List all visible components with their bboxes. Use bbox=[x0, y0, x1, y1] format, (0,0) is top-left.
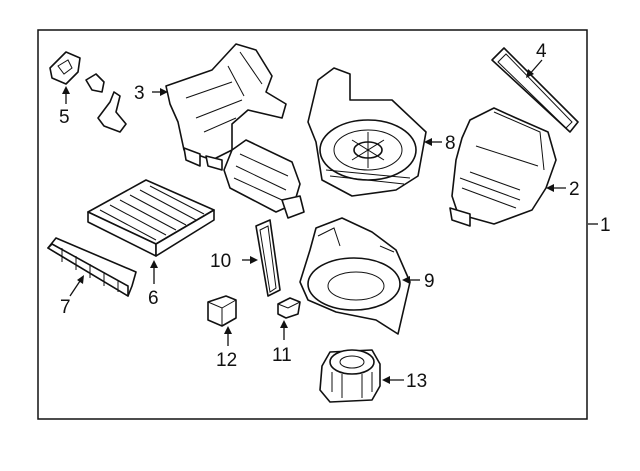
callout-3: 3 bbox=[134, 83, 145, 104]
part-8-blower-case-upper[interactable] bbox=[307, 67, 427, 197]
callout-9: 9 bbox=[424, 271, 435, 292]
part-3-duct-housing[interactable] bbox=[165, 43, 287, 171]
callout-11: 11 bbox=[272, 345, 292, 366]
callout-5: 5 bbox=[59, 107, 70, 128]
part-9-blower-case-lower[interactable] bbox=[299, 217, 411, 335]
evaporator-core[interactable] bbox=[223, 139, 305, 219]
part-10-seal[interactable] bbox=[255, 219, 281, 297]
part-7-filter-cover[interactable] bbox=[47, 237, 137, 297]
callout-8: 8 bbox=[445, 133, 456, 154]
callout-labels: 1 2 3 4 5 6 7 8 9 10 11 12 13 bbox=[59, 41, 611, 392]
callout-2: 2 bbox=[569, 179, 580, 200]
callout-6: 6 bbox=[148, 288, 159, 309]
part-11-sensor[interactable] bbox=[277, 297, 301, 319]
part-4-gasket[interactable] bbox=[491, 47, 579, 133]
assembly-frame bbox=[37, 29, 588, 420]
callout-1: 1 bbox=[600, 215, 611, 236]
part-12-blower-resistor[interactable] bbox=[207, 295, 237, 327]
callout-7: 7 bbox=[60, 297, 71, 318]
callout-13: 13 bbox=[406, 371, 427, 392]
part-2-case-housing[interactable] bbox=[449, 107, 557, 227]
part-6-cabin-filter[interactable] bbox=[87, 179, 215, 257]
callout-12: 12 bbox=[216, 350, 237, 371]
callout-10: 10 bbox=[210, 251, 231, 272]
leader-lines bbox=[62, 59, 598, 384]
part-5-brackets[interactable] bbox=[49, 51, 127, 133]
part-13-blower-motor[interactable] bbox=[319, 349, 381, 403]
callout-4: 4 bbox=[536, 41, 547, 62]
